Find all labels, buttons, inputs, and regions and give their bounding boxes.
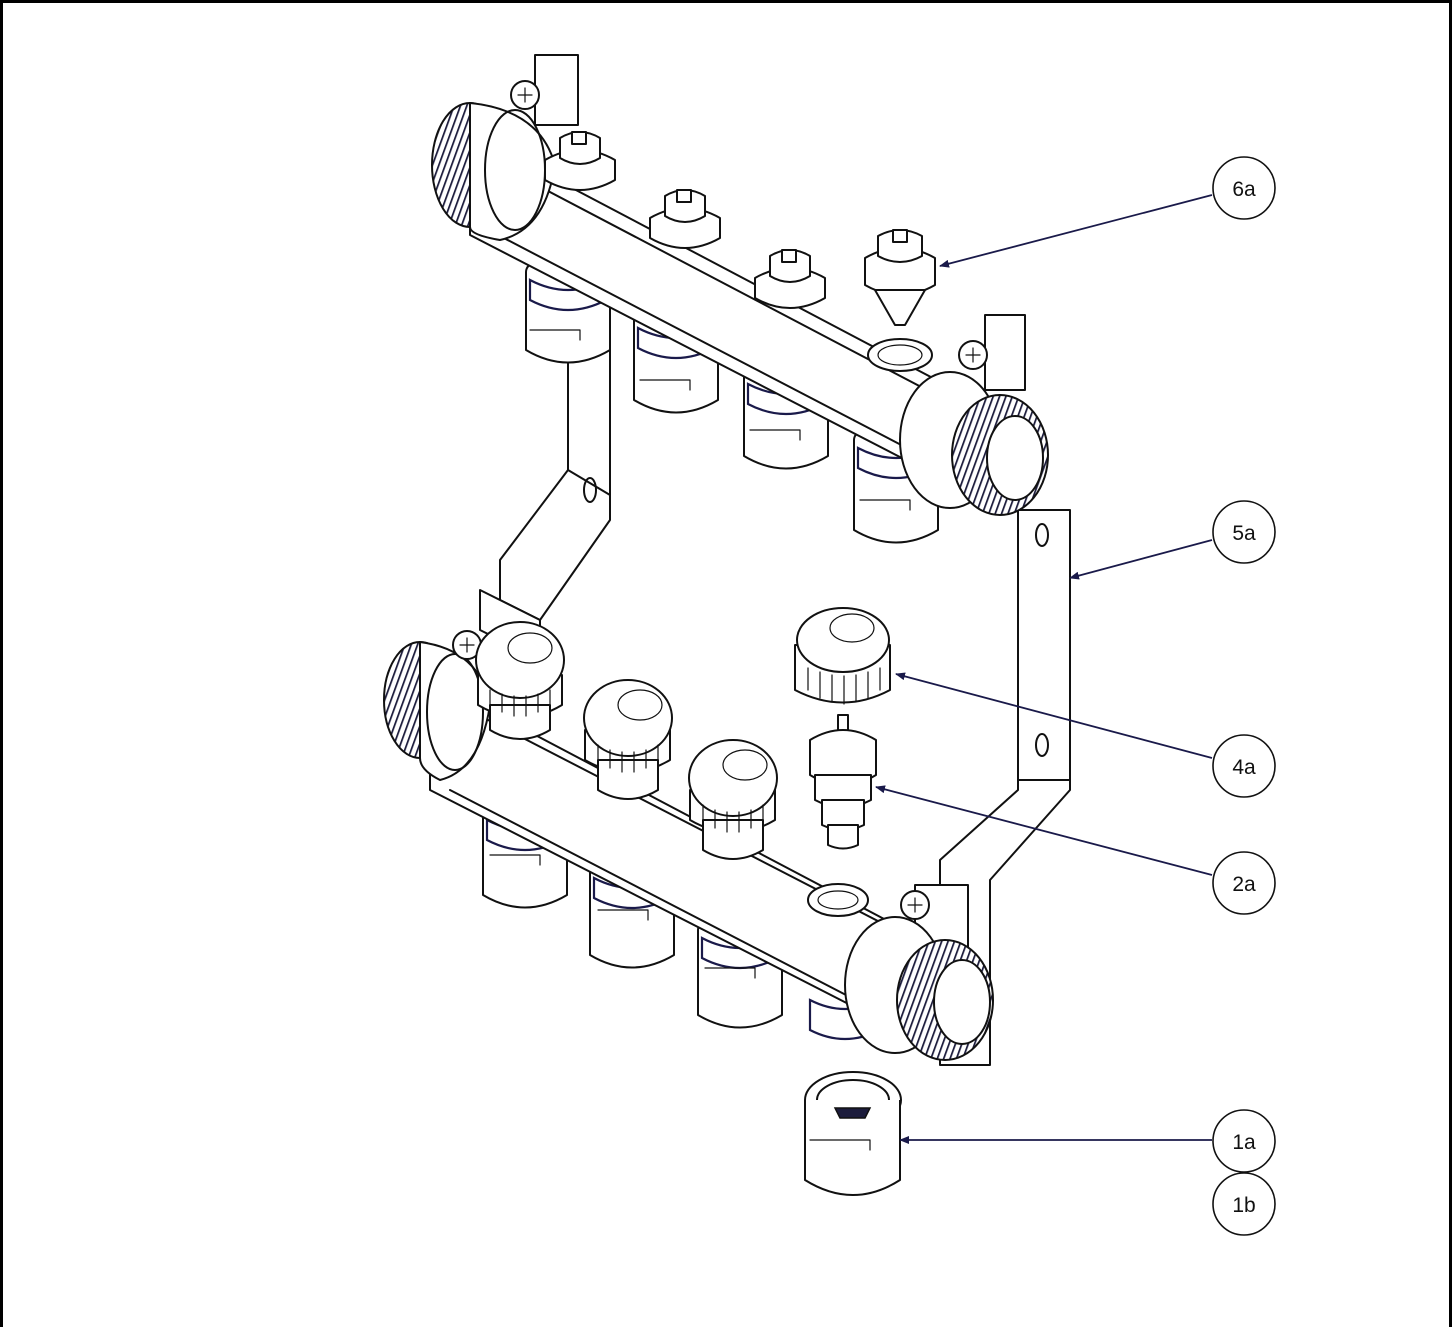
callout-label: 6a: [1232, 178, 1256, 201]
callout-4a: 4a: [1212, 734, 1276, 798]
callout-6a: 6a: [1212, 156, 1276, 220]
callout-5a: 5a: [1212, 500, 1276, 564]
upper-left-fitting: [431, 102, 556, 241]
valve-cap-4a: [794, 607, 891, 705]
lower-manifold: [383, 621, 994, 1061]
callout-label: 2a: [1232, 873, 1256, 896]
callout-2a: 2a: [1212, 851, 1276, 915]
callout-label: 4a: [1232, 756, 1256, 779]
callout-label: 1b: [1232, 1194, 1255, 1217]
flow-meter-1a: [804, 1071, 902, 1196]
leader-2a: [875, 785, 1213, 876]
upper-right-fitting: [899, 371, 1049, 516]
lower-valve-caps: [475, 621, 778, 860]
callout-1b: 1b: [1212, 1172, 1276, 1236]
vent-plug-6a: [864, 229, 936, 372]
upper-manifold: [431, 80, 1049, 544]
callout-label: 5a: [1232, 522, 1256, 545]
leader-5a: [1069, 539, 1213, 580]
lower-right-fitting: [844, 916, 994, 1061]
lower-left-fitting: [383, 641, 491, 781]
leader-4a: [895, 672, 1213, 759]
callout-label: 1a: [1232, 1131, 1256, 1154]
upper-plugs: [544, 131, 826, 309]
valve-insert-2a: [809, 714, 877, 850]
leader-lines: [875, 194, 1213, 1144]
leader-6a: [939, 194, 1213, 268]
callout-1a: 1a: [1212, 1109, 1276, 1173]
